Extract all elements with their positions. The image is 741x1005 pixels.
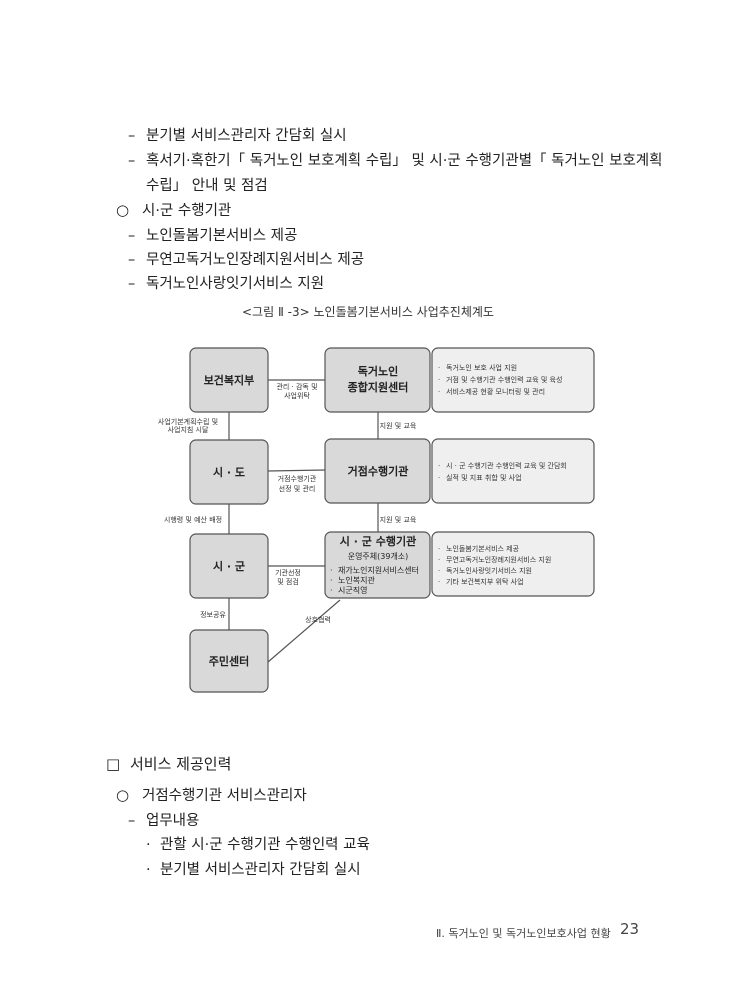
hub-label: 거점수행기관 — [348, 464, 409, 478]
note-text: 기타 보건복지부 위탁 사업 — [446, 577, 524, 586]
page-number: 23 — [620, 920, 640, 938]
dash-marker: – — [128, 252, 136, 268]
agency-item: 노인복지관 — [338, 575, 375, 585]
community-label: 주민센터 — [209, 654, 249, 668]
list-item: –혹서기·혹한기「 독거노인 보호계획 수립」 및 시·군 수행기관별「 독거노… — [128, 149, 662, 170]
bullet-item: · 분기별 서비스관리자 간담회 실시 — [146, 858, 361, 879]
note-text: 실적 및 지표 취합 및 사업 — [446, 473, 522, 482]
edge-label: 상호협력 — [305, 615, 331, 624]
sido-label: 시 · 도 — [213, 466, 245, 479]
box-sigun — [189, 533, 269, 599]
line-text: 시·군 수행기관 — [142, 203, 232, 219]
note-text: 거점 및 수행기관 수행인력 교육 및 육성 — [446, 375, 562, 384]
edge-label: 사업기본계획수립 및 — [158, 417, 218, 426]
note-text: 무연고독거노인장례지원서비스 지원 — [446, 555, 551, 564]
list-item: –분기별 서비스관리자 간담회 실시 — [128, 124, 347, 145]
dash-marker: – — [128, 228, 136, 244]
list-item: –독거노인사랑잇기서비스 지원 — [128, 272, 324, 293]
sigun-agency-sub: 운영주체(39개소) — [348, 551, 409, 561]
note-bullet: · — [438, 462, 440, 470]
circle-marker: ○ — [116, 201, 130, 219]
list-item: –무연고독거노인장례지원서비스 제공 — [128, 248, 364, 269]
agency-item-dot: · — [330, 576, 333, 585]
dash-marker: – — [128, 153, 136, 169]
dash-marker: – — [128, 276, 136, 292]
agency-item: 시군직영 — [338, 585, 367, 595]
note-text: 독거노인사랑잇기서비스 지원 — [446, 566, 532, 575]
note-text: 노인돌봄기본서비스 제공 — [446, 544, 520, 553]
box-hub — [324, 438, 431, 504]
line-text: 업무내용 — [146, 813, 200, 829]
box-sido — [189, 439, 269, 505]
edge-label: 사업지침 시달 — [168, 425, 209, 434]
note-bullet: · — [438, 545, 440, 553]
box-sigun-agency — [324, 531, 431, 599]
note-bullet: · — [438, 567, 440, 575]
agency-item-dot: · — [330, 566, 333, 575]
edge-label: 거점수행기관 — [278, 474, 317, 483]
note-bullet: · — [438, 578, 440, 586]
heading-text: 서비스 제공인력 — [130, 755, 232, 773]
list-item: –업무내용 — [128, 809, 199, 830]
edge-label: 시행령 및 예산 배정 — [164, 515, 222, 524]
note-text: 서비스제공 현황 모니터링 및 관리 — [446, 387, 545, 396]
line-text: 무연고독거노인장례지원서비스 제공 — [146, 252, 365, 268]
note-center — [431, 347, 595, 413]
line-text: 분기별 서비스관리자 간담회 실시 — [146, 128, 347, 144]
edge-label: 관리 · 감독 및 — [276, 382, 317, 391]
note-bullet: · — [438, 376, 440, 384]
dot-marker: · — [146, 837, 151, 853]
center-label: 독거노인 — [358, 364, 398, 378]
sub-heading: ○ 거점수행기관 서비스관리자 — [116, 784, 307, 805]
line-text: 분기별 서비스관리자 간담회 실시 — [160, 862, 361, 878]
edge-label: 사업위탁 — [284, 391, 310, 400]
note-bullet: · — [438, 364, 440, 372]
figure-caption: <그림 Ⅱ -3> 노인돌봄기본서비스 사업추진체계도 — [242, 305, 494, 319]
sigun-label: 시 · 군 — [213, 560, 245, 573]
line-continuation: 수립」 안내 및 점검 — [146, 178, 268, 194]
agency-item: 재가노인지원서비스센터 — [338, 565, 419, 575]
agency-item-dot: · — [330, 586, 333, 595]
box-community — [189, 629, 269, 693]
note-bullet: · — [438, 556, 440, 564]
box-mohw — [189, 347, 269, 413]
edge-label: 지원 및 교육 — [380, 421, 417, 430]
box-center — [324, 347, 431, 413]
dot-marker: · — [146, 862, 151, 878]
note-bullet: · — [438, 388, 440, 396]
line-text: 독거노인사랑잇기서비스 지원 — [146, 276, 325, 292]
dash-marker: – — [128, 128, 136, 144]
note-text: 시 · 군 수행기관 수행인력 교육 및 간담회 — [446, 461, 567, 470]
circle-marker: ○ — [116, 786, 130, 804]
edge-label: 정보공유 — [200, 610, 226, 619]
edge-label: 지원 및 교육 — [380, 515, 417, 524]
footer-text: Ⅱ. 독거노인 및 독거노인보호사업 현황 — [436, 927, 611, 940]
edge-label: 기관선정 — [275, 568, 301, 577]
line-text: 관할 시·군 수행기관 수행인력 교육 — [160, 837, 370, 853]
square-marker: □ — [106, 755, 121, 773]
sub-heading: ○ 시·군 수행기관 — [116, 199, 231, 220]
bullet-item: · 관할 시·군 수행기관 수행인력 교육 — [146, 833, 370, 854]
line-text: 혹서기·혹한기「 독거노인 보호계획 수립」 및 시·군 수행기관별「 독거노인… — [146, 153, 663, 169]
section-heading: □ 서비스 제공인력 — [106, 753, 231, 774]
line-text: 노인돌봄기본서비스 제공 — [146, 228, 298, 244]
note-text: 독거노인 보호 사업 지원 — [446, 363, 517, 372]
edge-label: 및 점검 — [277, 578, 299, 586]
note-bullet: · — [438, 474, 440, 482]
sigun-agency-label: 시 · 군 수행기관 — [340, 534, 416, 548]
list-item: –노인돌봄기본서비스 제공 — [128, 224, 297, 245]
mohw-label: 보건복지부 — [204, 373, 255, 387]
line-text: 거점수행기관 서비스관리자 — [142, 788, 307, 804]
edge-label: 선정 및 관리 — [279, 484, 316, 493]
center-label: 종합지원센터 — [348, 380, 409, 394]
dash-marker: – — [128, 813, 136, 829]
note-hub — [431, 438, 595, 504]
note-sigun — [431, 531, 595, 597]
